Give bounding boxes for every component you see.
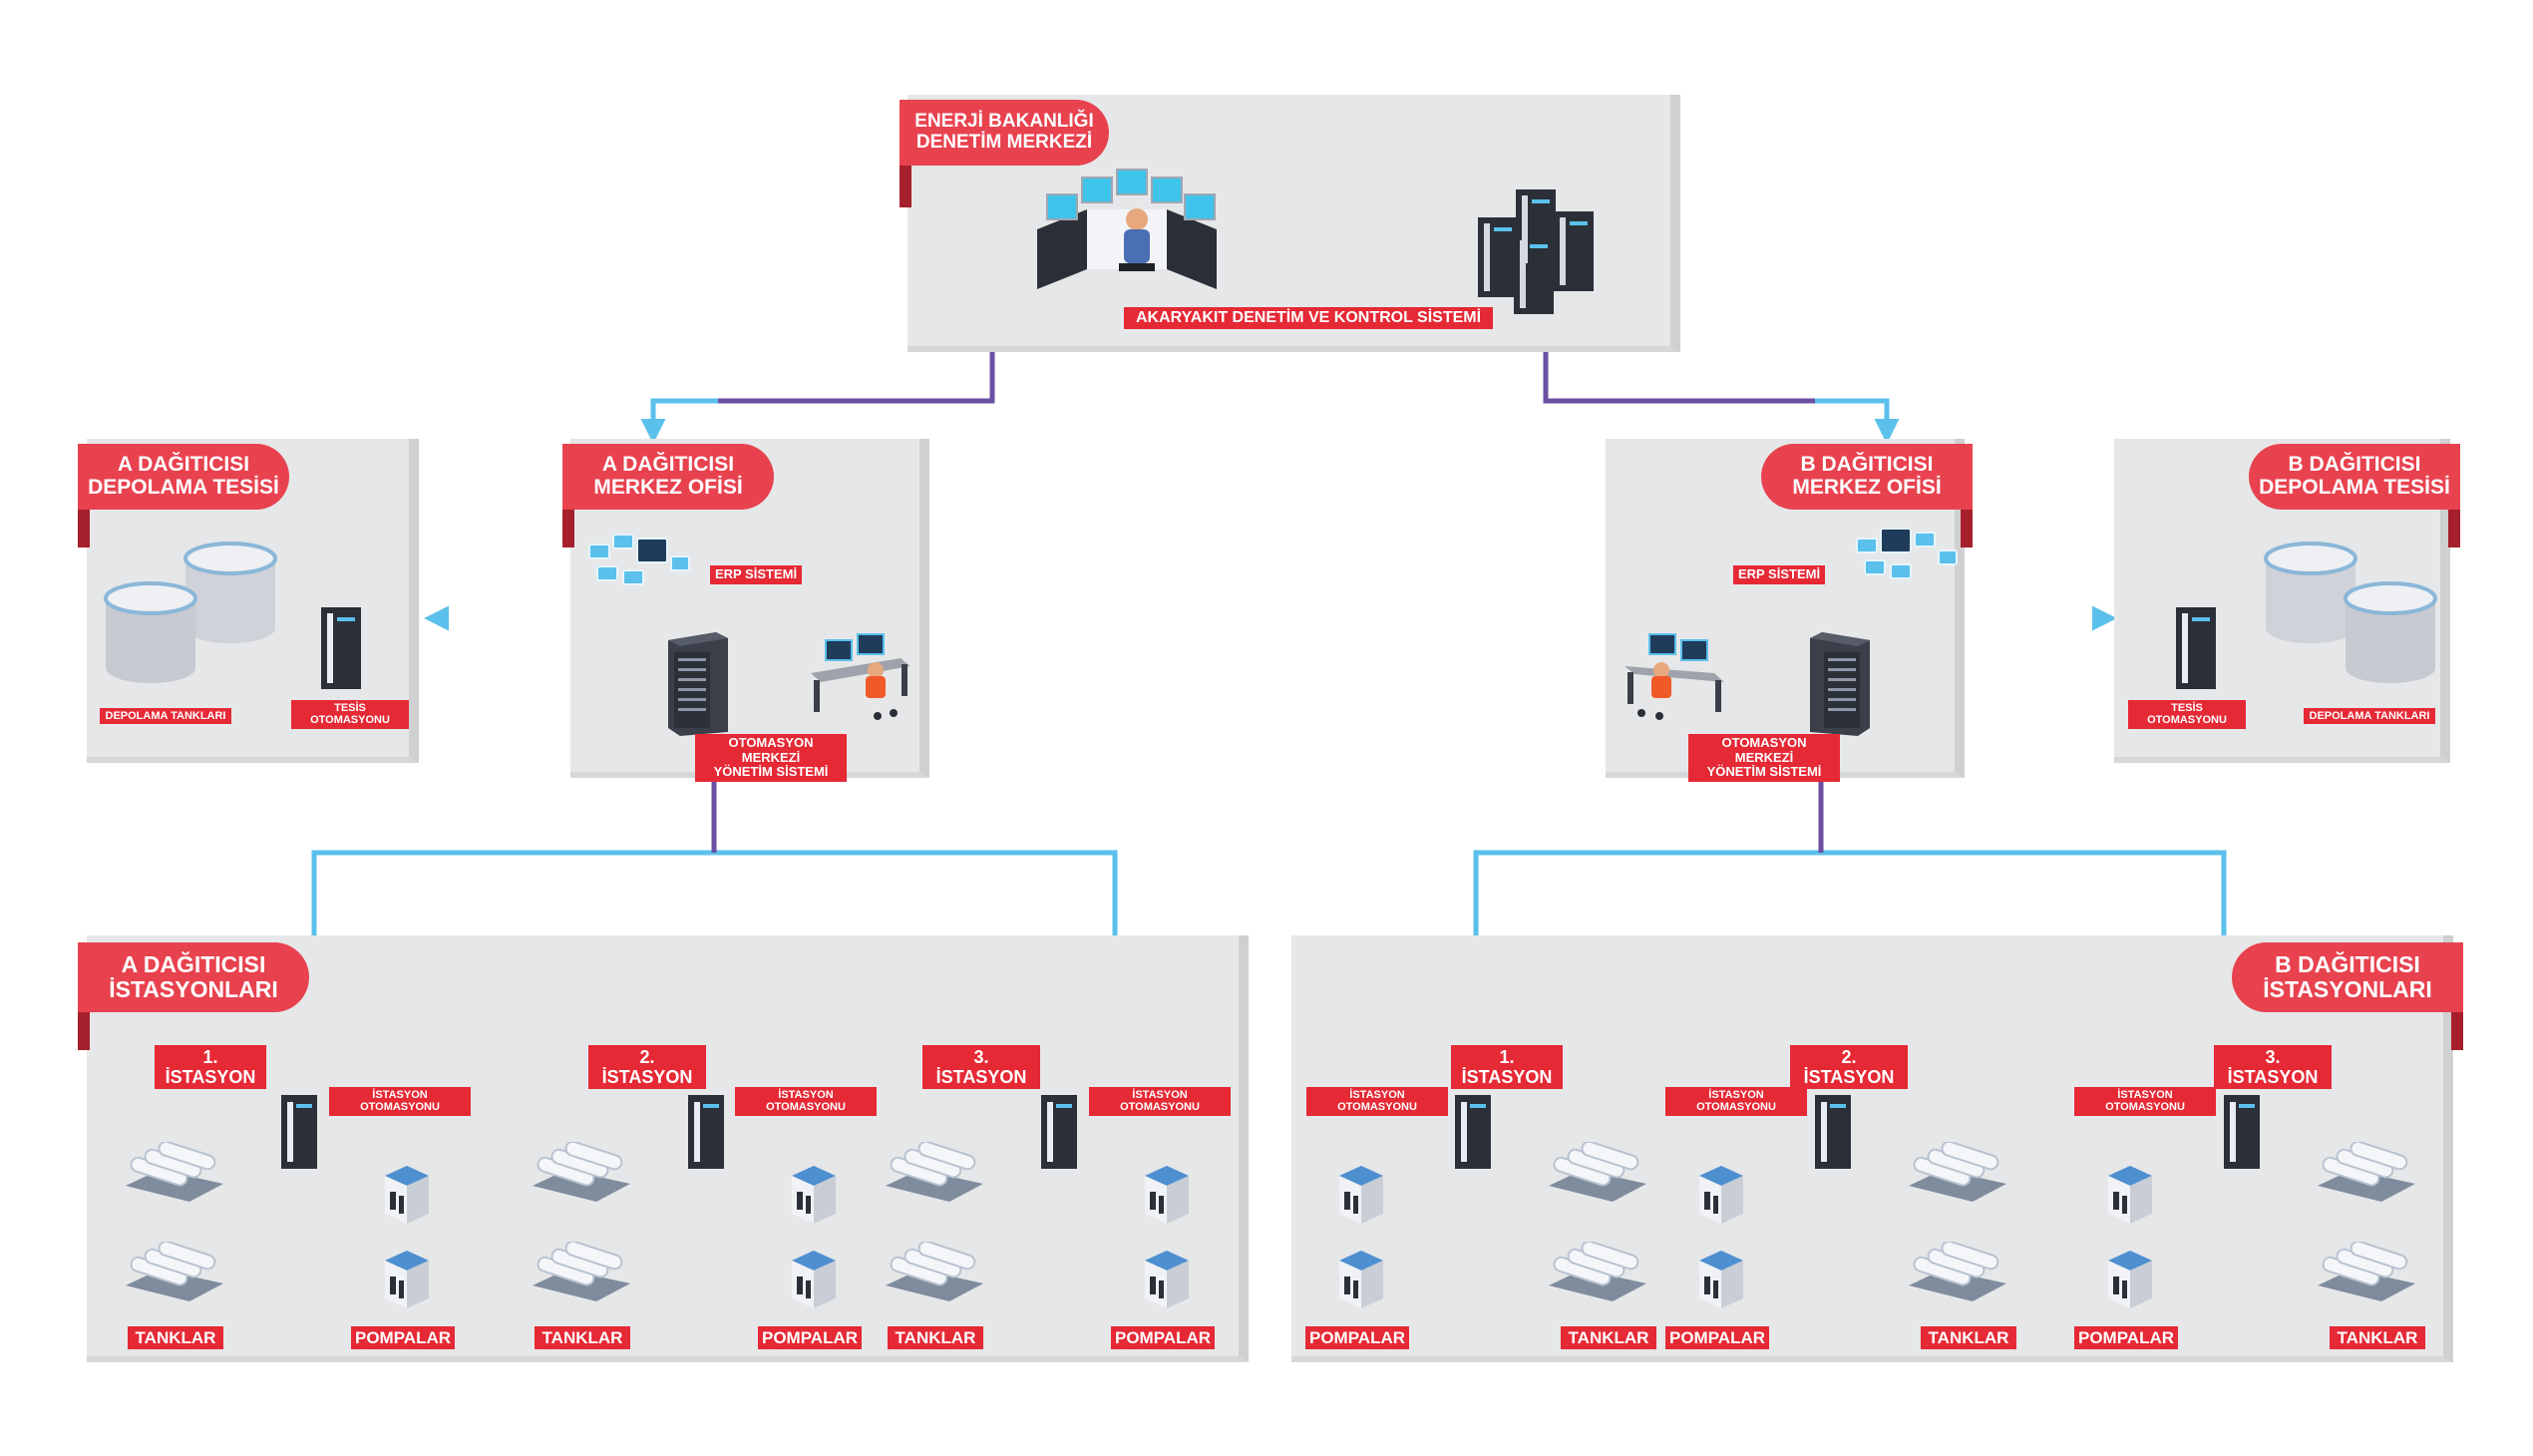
cylinder-tank-group-icon — [1903, 1240, 2012, 1312]
station-tanks-label: TANKLAR — [2330, 1326, 2425, 1350]
station-automation-label: İSTASYON OTOMASYONU — [329, 1087, 471, 1116]
station-automation-label: İSTASYON OTOMASYONU — [2074, 1087, 2216, 1116]
fuel-pump-icon — [1693, 1162, 1749, 1233]
station-name-label: 3. İSTASYON — [2214, 1045, 2332, 1090]
fuel-control-system-label: AKARYAKIT DENETİM VE KONTROL SİSTEMİ — [1124, 307, 1493, 329]
fuel-pump-icon — [379, 1247, 435, 1317]
b-storage-title: B DAĞITICISI DEPOLAMA TESİSİ — [2249, 444, 2460, 510]
station-pumps-label: POMPALAR — [2074, 1326, 2178, 1350]
cylinder-tank-group-icon — [527, 1140, 636, 1213]
workstation-icon — [811, 633, 910, 720]
server-rack-icon — [278, 1092, 320, 1177]
fuel-pump-icon — [379, 1162, 435, 1233]
workstation-icon — [1625, 633, 1724, 720]
fuel-pump-icon — [2102, 1162, 2158, 1233]
station-name-label: 2. İSTASYON — [588, 1045, 706, 1090]
operator-desk-icon — [1037, 169, 1217, 289]
tablet-cluster-icon — [1856, 528, 1958, 579]
server-rack-icon — [1812, 1092, 1854, 1177]
b-management-label: OTOMASYON MERKEZİ YÖNETİM SİSTEMİ — [1688, 734, 1840, 782]
fuel-pump-icon — [1139, 1247, 1195, 1317]
station-name-label: 2. İSTASYON — [1790, 1045, 1908, 1090]
cylinder-tank-group-icon — [1903, 1140, 2012, 1213]
fuel-pump-icon — [2102, 1247, 2158, 1317]
fuel-pump-icon — [786, 1162, 842, 1233]
b-stations-title: B DAĞITICISI İSTASYONLARI — [2232, 942, 2463, 1012]
server-rack-icon — [685, 1092, 727, 1177]
a-office-title: A DAĞITICISI MERKEZ OFİSİ — [562, 444, 774, 510]
b-erp-label: ERP SİSTEMİ — [1733, 565, 1825, 584]
storage-tank-icon — [2264, 542, 2437, 683]
tablet-cluster-icon — [588, 534, 690, 585]
server-rack-icon — [1038, 1092, 1080, 1177]
server-rack-icon — [1452, 1092, 1494, 1177]
a-storage-title: A DAĞITICISI DEPOLAMA TESİSİ — [78, 444, 289, 510]
a-erp-label: ERP SİSTEMİ — [710, 565, 802, 584]
fuel-pump-icon — [1693, 1247, 1749, 1317]
server-rack-icon — [1810, 632, 1870, 736]
station-pumps-label: POMPALAR — [1111, 1326, 1215, 1350]
station-pumps-label: POMPALAR — [1305, 1326, 1409, 1350]
station-tanks-label: TANKLAR — [888, 1326, 983, 1350]
station-pumps-label: POMPALAR — [351, 1326, 455, 1350]
station-name-label: 3. İSTASYON — [922, 1045, 1040, 1090]
station-tanks-label: TANKLAR — [1921, 1326, 2016, 1350]
cylinder-tank-group-icon — [1543, 1140, 1652, 1213]
a-storage-tanks-label: DEPOLAMA TANKLARI — [100, 708, 231, 725]
cylinder-tank-group-icon — [2312, 1240, 2421, 1312]
storage-tank-icon — [104, 542, 277, 683]
b-office-title: B DAĞITICISI MERKEZ OFİSİ — [1761, 444, 1973, 510]
station-tanks-label: TANKLAR — [128, 1326, 223, 1350]
station-name-label: 1. İSTASYON — [1451, 1045, 1563, 1090]
cylinder-tank-group-icon — [880, 1240, 989, 1312]
b-storage-automation-label: TESİS OTOMASYONU — [2128, 700, 2246, 729]
cylinder-tank-group-icon — [120, 1140, 229, 1213]
station-tanks-label: TANKLAR — [1561, 1326, 1656, 1350]
cylinder-tank-group-icon — [527, 1240, 636, 1312]
a-management-label: OTOMASYON MERKEZİ YÖNETİM SİSTEMİ — [695, 734, 847, 782]
station-automation-label: İSTASYON OTOMASYONU — [1665, 1087, 1807, 1116]
a-stations-title: A DAĞITICISI İSTASYONLARI — [78, 942, 309, 1012]
station-name-label: 1. İSTASYON — [155, 1045, 266, 1090]
station-automation-label: İSTASYON OTOMASYONU — [735, 1087, 877, 1116]
fuel-pump-icon — [786, 1247, 842, 1317]
cylinder-tank-group-icon — [880, 1140, 989, 1213]
cylinder-tank-group-icon — [1543, 1240, 1652, 1312]
server-rack-icon — [2176, 607, 2216, 689]
server-rack-icon — [321, 607, 361, 689]
link-ministry-to-office-a — [650, 351, 995, 427]
server-rack-icon — [2221, 1092, 2263, 1177]
station-pumps-label: POMPALAR — [758, 1326, 862, 1350]
fuel-pump-icon — [1333, 1247, 1389, 1317]
station-automation-label: İSTASYON OTOMASYONU — [1306, 1087, 1448, 1116]
station-automation-label: İSTASYON OTOMASYONU — [1089, 1087, 1231, 1116]
server-rack-icon — [668, 632, 728, 736]
server-cluster-icon — [1478, 189, 1594, 314]
link-ministry-to-office-b — [1543, 351, 1890, 427]
station-tanks-label: TANKLAR — [535, 1326, 630, 1350]
station-pumps-label: POMPALAR — [1665, 1326, 1769, 1350]
ministry-title: ENERJİ BAKANLIĞI DENETİM MERKEZİ — [900, 100, 1109, 166]
cylinder-tank-group-icon — [120, 1240, 229, 1312]
fuel-pump-icon — [1139, 1162, 1195, 1233]
cylinder-tank-group-icon — [2312, 1140, 2421, 1213]
b-storage-tanks-label: DEPOLAMA TANKLARI — [2304, 708, 2435, 725]
fuel-pump-icon — [1333, 1162, 1389, 1233]
a-storage-automation-label: TESİS OTOMASYONU — [291, 700, 409, 729]
